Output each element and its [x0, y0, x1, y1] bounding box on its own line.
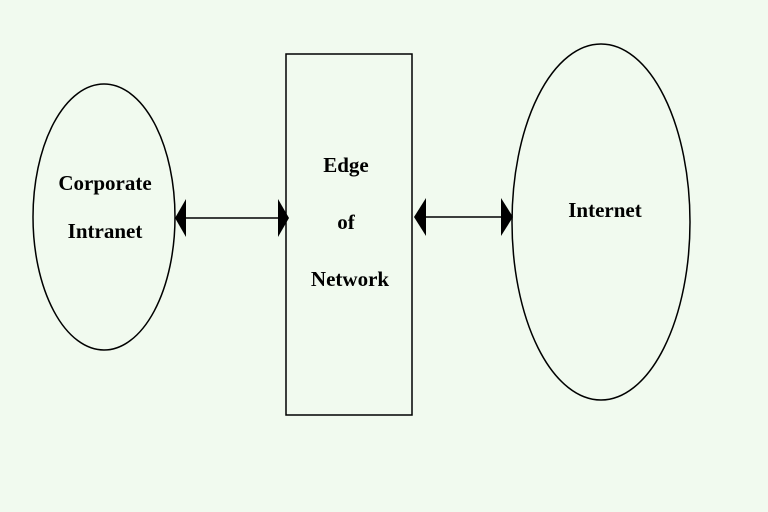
arrowhead-right-icon — [278, 199, 289, 237]
corporate-intranet-label-line-2: Intranet — [68, 219, 143, 243]
arrowhead-right-icon — [501, 198, 513, 236]
internet-label: Internet — [568, 198, 641, 222]
connector-intranet-edge — [175, 199, 289, 237]
internet-node: Internet — [511, 43, 691, 401]
arrowhead-left-icon — [414, 198, 426, 236]
corporate-intranet-label-line-1: Corporate — [58, 171, 151, 195]
corporate-intranet-node: Corporate Intranet — [32, 83, 176, 351]
edge-of-network-label-line-2: of — [337, 210, 356, 234]
internet-ellipse — [511, 43, 691, 401]
arrowhead-left-icon — [175, 199, 186, 237]
corporate-intranet-ellipse — [32, 83, 176, 351]
edge-of-network-node: Edge of Network — [285, 53, 413, 416]
edge-of-network-label-line-3: Network — [311, 267, 389, 291]
connector-edge-internet — [414, 198, 513, 236]
edge-of-network-label-line-1: Edge — [323, 153, 369, 177]
edge-of-network-box — [285, 53, 413, 416]
